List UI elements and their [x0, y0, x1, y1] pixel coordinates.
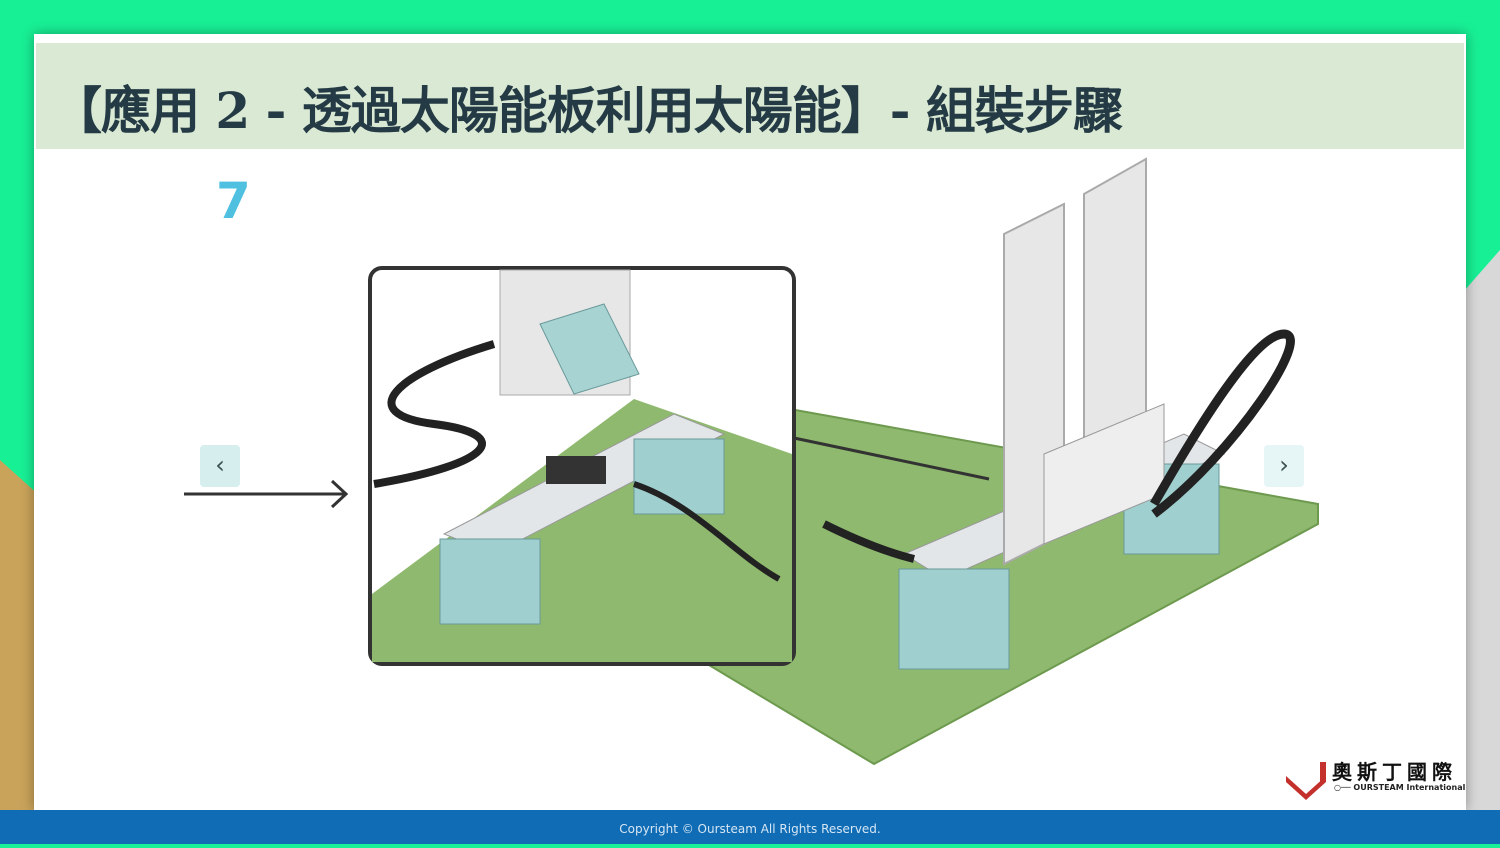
next-slide-button[interactable]: ›: [1264, 445, 1304, 487]
assembly-illustration: [184, 157, 1319, 766]
inset-block-1: [439, 538, 541, 625]
logo-mark-icon: [1286, 762, 1326, 800]
cable-usb: [822, 520, 915, 563]
prev-slide-button[interactable]: ‹: [200, 445, 240, 487]
background-decoration-left: [0, 460, 40, 820]
inset-block-2: [633, 438, 725, 515]
step-number: 7: [216, 172, 251, 230]
background-decoration-right: [1460, 250, 1500, 820]
inset-cable: [373, 340, 496, 488]
logo-english-text: ○── OURSTEAM International: [1334, 783, 1466, 792]
inset-servo: [546, 456, 606, 484]
chevron-left-icon: ‹: [215, 451, 225, 479]
title-bar: 【應用 2 - 透過太陽能板利用太陽能】- 組裝步驟: [36, 43, 1464, 149]
callout-arrow: [793, 436, 990, 481]
page-title: 【應用 2 - 透過太陽能板利用太陽能】- 組裝步驟: [52, 81, 1123, 140]
copyright-text: Copyright © Oursteam All Rights Reserved…: [619, 822, 881, 836]
inset-cable-2: [633, 481, 781, 582]
footer: Copyright © Oursteam All Rights Reserved…: [0, 810, 1500, 844]
connector-block-right: [898, 568, 1010, 670]
slide: 【應用 2 - 透過太陽能板利用太陽能】- 組裝步驟 7 ‹ ›: [34, 34, 1466, 810]
cable-right: [1150, 329, 1295, 518]
company-logo: 奧斯丁國際 ○── OURSTEAM International: [1284, 756, 1466, 800]
logo-chinese-text: 奧斯丁國際: [1332, 760, 1457, 784]
chevron-right-icon: ›: [1279, 451, 1289, 479]
inset-bracket: [539, 303, 640, 395]
